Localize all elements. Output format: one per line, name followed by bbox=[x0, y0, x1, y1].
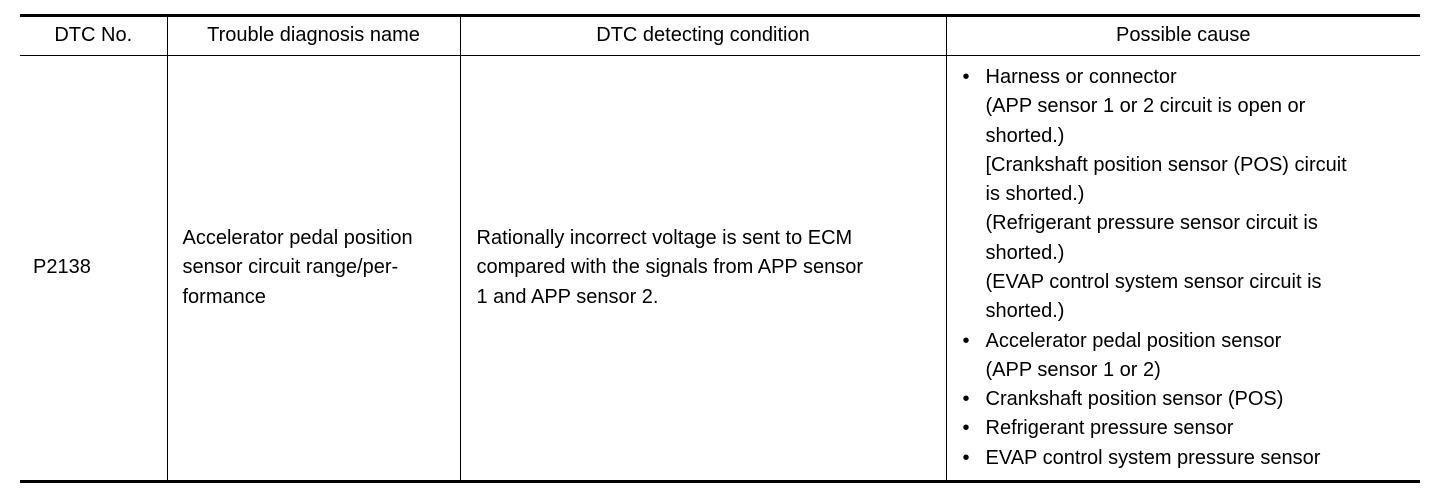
cause-item-refrigerant-sensor: • Refrigerant pressure sensor bbox=[961, 414, 1413, 443]
cause-title: Harness or connector bbox=[985, 65, 1177, 88]
detecting-condition-cell: Rationally incorrect voltage is sent to … bbox=[459, 55, 946, 482]
cause-title: Refrigerant pressure sensor bbox=[985, 417, 1234, 440]
dtc-table: DTC No. Trouble diagnosis name DTC detec… bbox=[20, 14, 1420, 483]
bullet-icon: • bbox=[962, 329, 970, 352]
condition-line: Rationally incorrect voltage is sent to … bbox=[476, 227, 853, 250]
header-diagnosis-name: Trouble diagnosis name bbox=[166, 15, 460, 56]
table-row: P2138 Accelerator pedal position sensor … bbox=[20, 55, 1420, 482]
header-possible-cause: Possible cause bbox=[945, 15, 1420, 56]
cause-detail: (APP sensor 1 or 2) bbox=[985, 358, 1161, 381]
bullet-icon: • bbox=[962, 65, 970, 88]
bullet-icon: • bbox=[962, 446, 970, 469]
cause-detail: (Refrigerant pressure sensor circuit is bbox=[985, 212, 1318, 235]
cause-item-harness: • Harness or connector (APP sensor 1 or … bbox=[961, 63, 1413, 327]
cause-detail: is shorted.) bbox=[985, 183, 1085, 206]
dtc-code-cell: P2138 bbox=[33, 256, 91, 279]
possible-cause-cell: • Harness or connector (APP sensor 1 or … bbox=[945, 55, 1420, 482]
diagnosis-name-cell: Accelerator pedal position sensor circui… bbox=[166, 55, 460, 482]
condition-line: compared with the signals from APP senso… bbox=[476, 256, 863, 279]
bullet-icon: • bbox=[962, 388, 970, 411]
cause-detail: [Crankshaft position sensor (POS) circui… bbox=[985, 153, 1347, 176]
cause-detail: shorted.) bbox=[985, 124, 1065, 147]
cause-title: Accelerator pedal position sensor bbox=[985, 329, 1282, 352]
cause-detail: (EVAP control system sensor circuit is bbox=[985, 271, 1322, 293]
cause-title: Crankshaft position sensor (POS) bbox=[985, 388, 1284, 411]
cause-detail: (APP sensor 1 or 2 circuit is open or bbox=[985, 95, 1306, 118]
table-header-row: DTC No. Trouble diagnosis name DTC detec… bbox=[20, 15, 1420, 56]
cause-list: • Harness or connector (APP sensor 1 or … bbox=[961, 63, 1413, 473]
header-dtc-no: DTC No. bbox=[20, 15, 167, 56]
header-detecting-condition: DTC detecting condition bbox=[459, 15, 946, 56]
diagnosis-name-line: formance bbox=[182, 285, 266, 308]
diagnosis-name-line: Accelerator pedal position bbox=[182, 227, 413, 250]
cause-item-app-sensor: • Accelerator pedal position sensor (APP… bbox=[961, 327, 1413, 386]
cause-detail: shorted.) bbox=[985, 300, 1065, 323]
cause-title: EVAP control system pressure sensor bbox=[985, 446, 1321, 469]
cause-item-crankshaft-sensor: • Crankshaft position sensor (POS) bbox=[961, 385, 1413, 414]
diagnosis-name-line: sensor circuit range/per- bbox=[182, 256, 399, 279]
bullet-icon: • bbox=[962, 417, 970, 440]
cause-detail: shorted.) bbox=[985, 241, 1065, 264]
cause-item-evap-sensor: • EVAP control system pressure sensor bbox=[961, 444, 1413, 473]
condition-line: 1 and APP sensor 2. bbox=[476, 285, 659, 308]
